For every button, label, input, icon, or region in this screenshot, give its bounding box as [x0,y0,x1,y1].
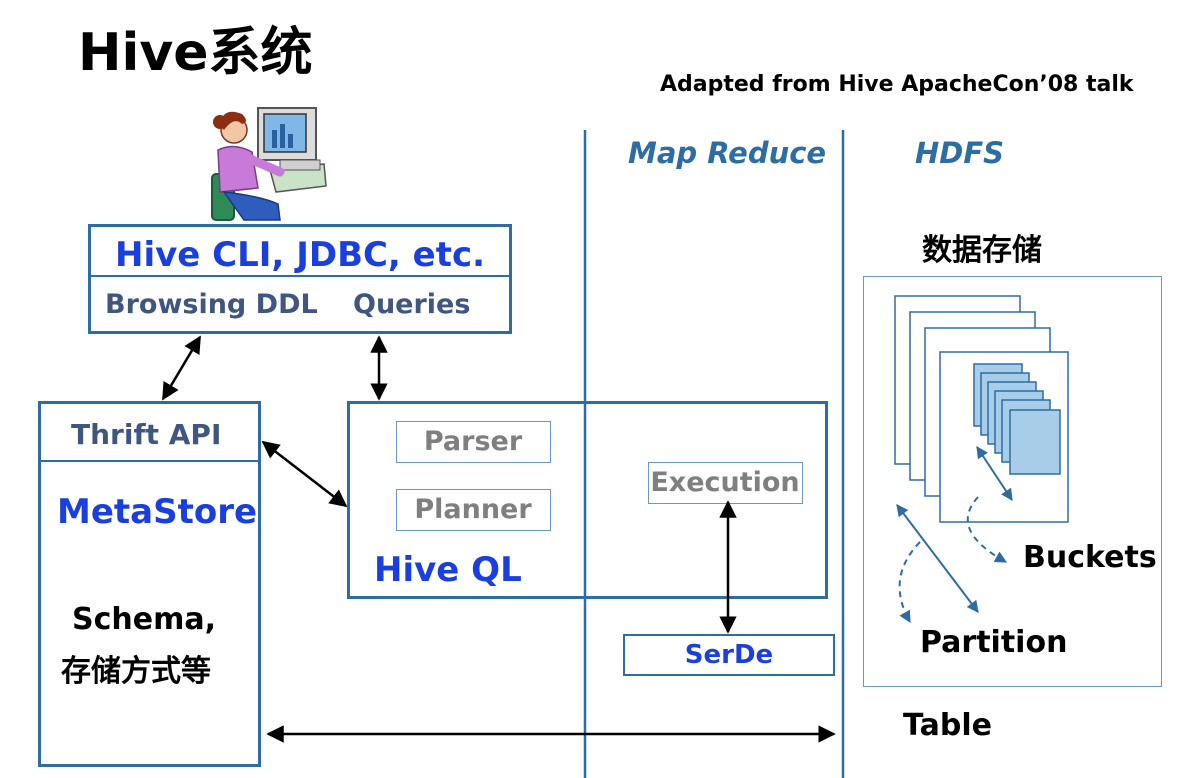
table-label: Table [903,708,992,743]
browsing-ddl-label: Browsing DDL [105,289,318,320]
user-at-computer-icon [211,107,327,221]
page-title: Hive系统 [78,23,313,83]
execution-box: Execution [648,462,803,504]
planner-label: Planner [414,494,532,525]
data-storage-label: 数据存储 [922,233,1042,268]
thrift-api-label: Thrift API [71,418,222,451]
mapreduce-header: Map Reduce [628,136,827,170]
client-box: Hive CLI, JDBC, etc. Browsing DDL Querie… [88,224,512,334]
planner-box: Planner [396,489,551,531]
attribution: Adapted from Hive ApacheCon’08 talk [660,72,1134,97]
buckets-label: Buckets [1023,540,1157,575]
execution-label: Execution [650,467,800,498]
serde-box: SerDe [623,634,835,676]
dashed-arrow-buckets [966,496,1008,563]
metastore-label: MetaStore [57,492,258,532]
bucket-file [1009,409,1061,475]
client-title: Hive CLI, JDBC, etc. [115,235,486,275]
hdfs-header: HDFS [915,136,1005,170]
parser-box: Parser [396,421,551,463]
arrow-bucket-range [976,445,1013,502]
dashed-arrow-partition [898,541,921,624]
serde-label: SerDe [684,640,774,670]
parser-label: Parser [423,426,523,457]
schema-label: Schema, [72,602,216,637]
client-divider [91,275,509,277]
arrow-thrift-hiveql [261,440,348,508]
storage-methods-label: 存储方式等 [61,654,211,689]
arrow-partition-range [896,504,979,613]
queries-label: Queries [353,289,471,320]
hive-ql-box: Parser Planner Execution Hive QL [347,401,828,599]
partition-label: Partition [920,625,1068,660]
metastore-divider [41,460,258,462]
hive-ql-label: Hive QL [374,550,522,590]
metastore-box: Thrift API MetaStore Schema, 存储方式等 [38,401,261,767]
arrow-cli-metastore [161,335,202,401]
